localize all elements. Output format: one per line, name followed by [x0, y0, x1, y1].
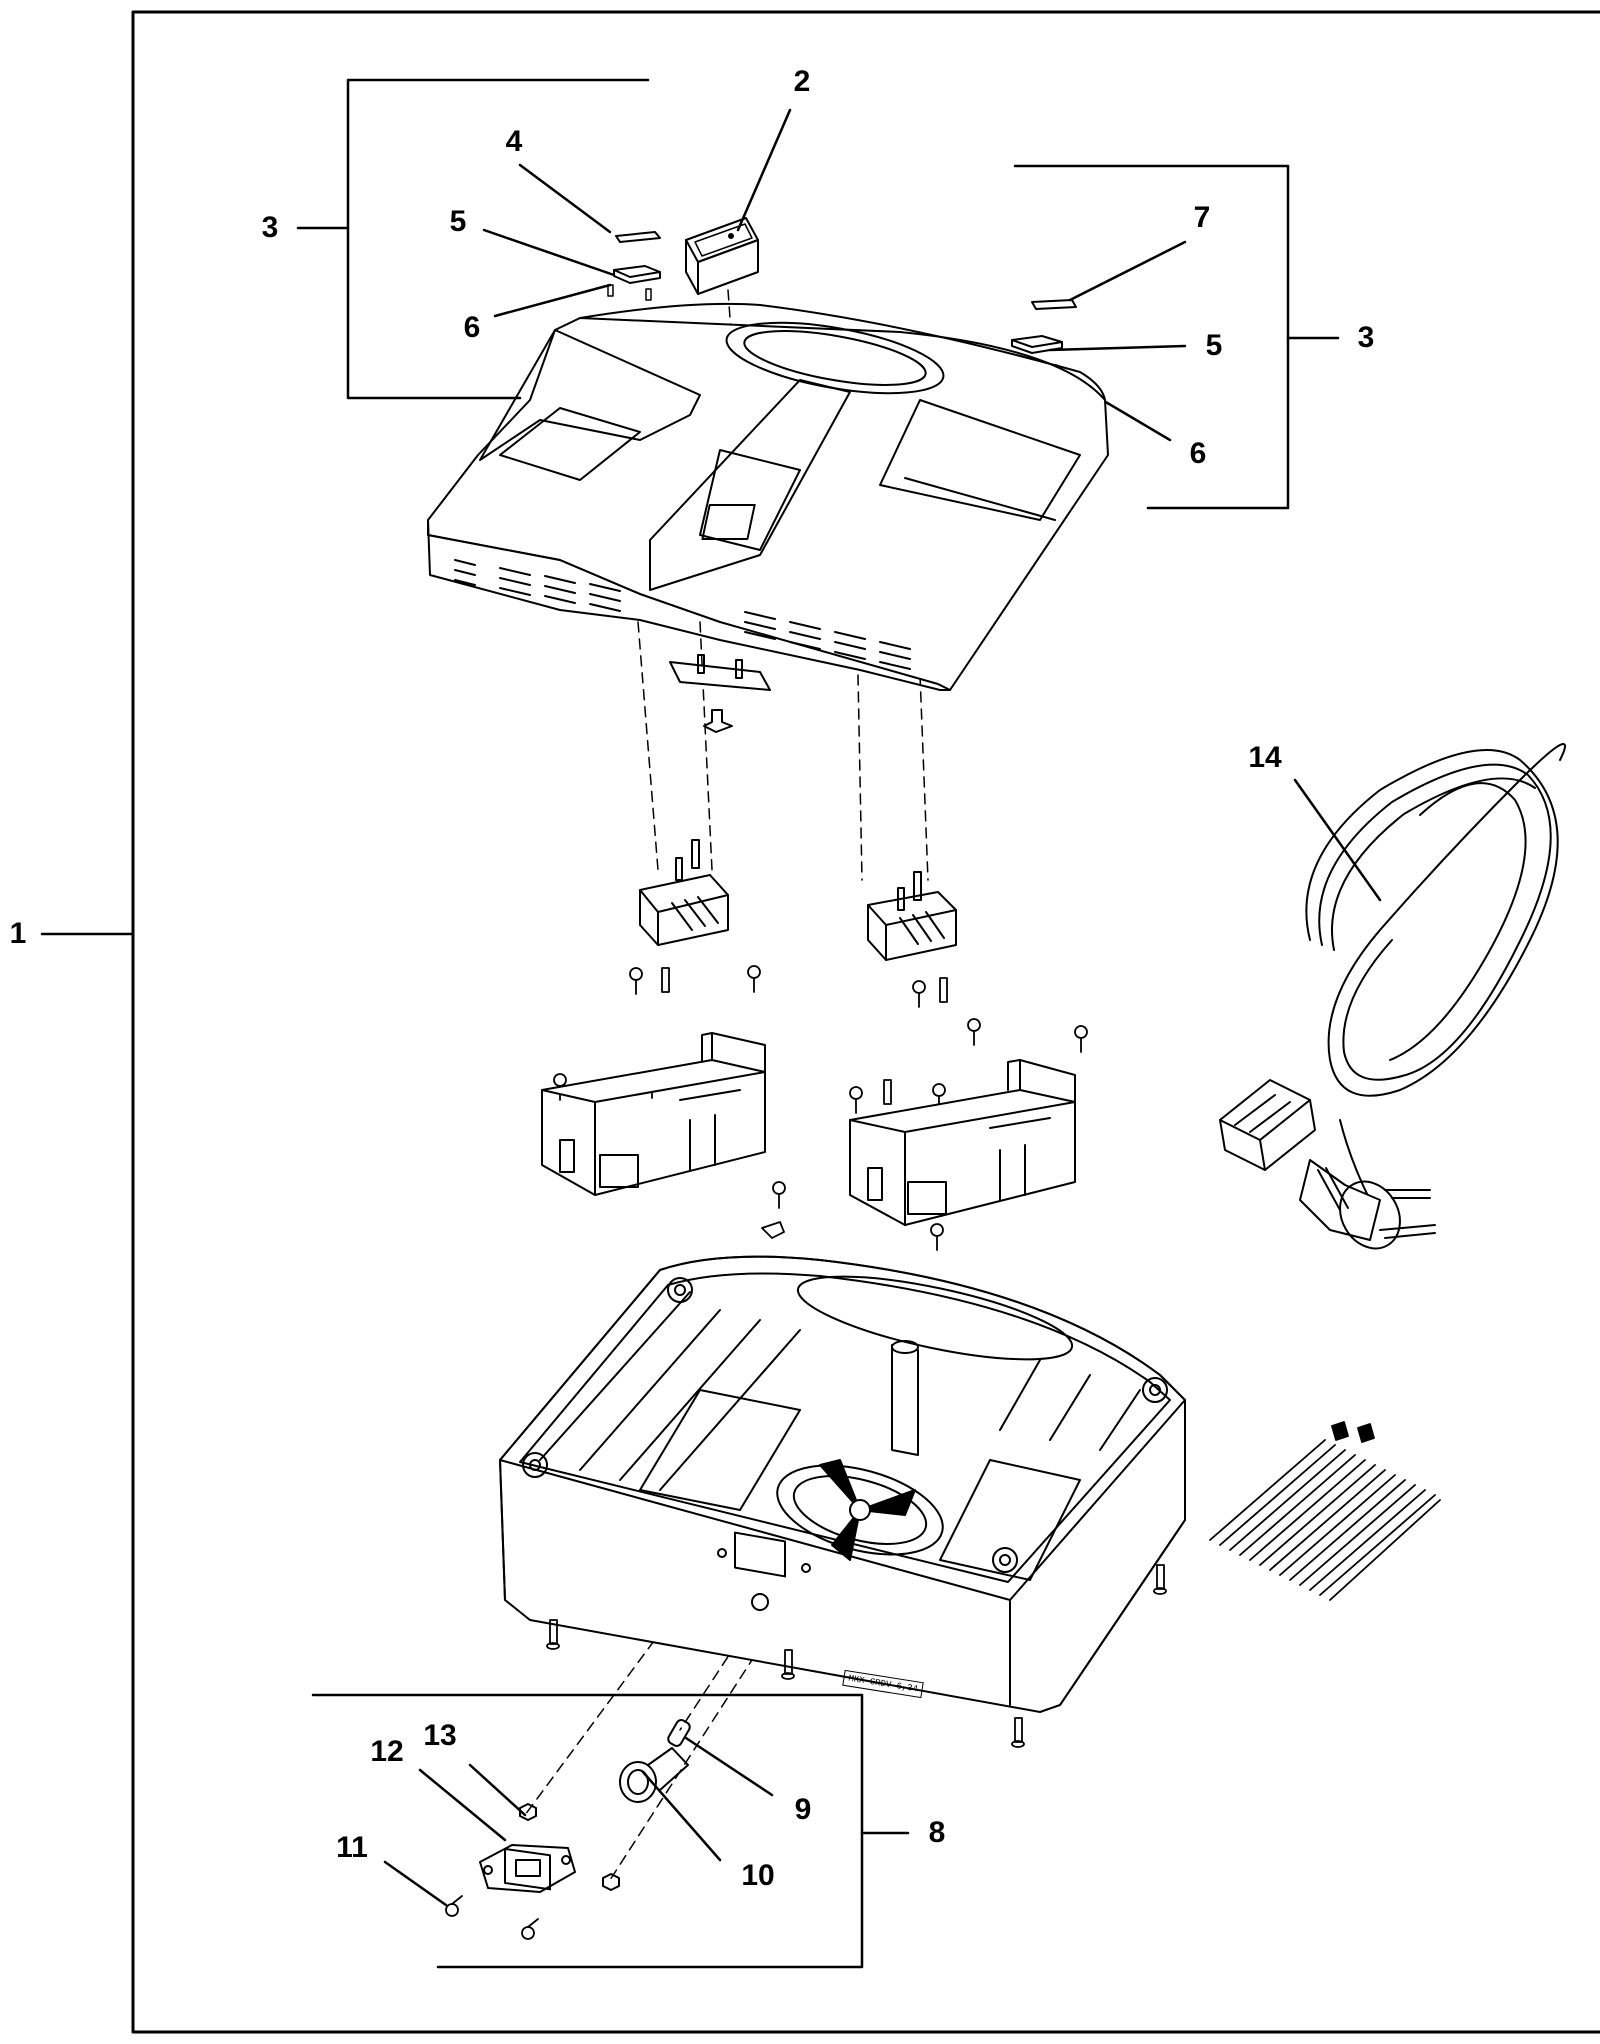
- transformer-housing-left: [541, 1032, 766, 1196]
- power-cord: [1219, 743, 1566, 1250]
- top-cover: [427, 302, 1109, 691]
- label-plate-left: [615, 231, 661, 243]
- assembly-frame: [131, 10, 1600, 2034]
- label-plate-right: [1031, 299, 1077, 310]
- rocker-switch: [685, 217, 759, 295]
- callout-6-left: 6: [463, 311, 481, 344]
- callout-12: 12: [370, 1735, 404, 1768]
- inlet-nuts: [519, 1803, 620, 1891]
- callout-14: 14: [1248, 741, 1282, 774]
- fuse: [667, 1719, 691, 1747]
- callout-3-left: 3: [261, 211, 279, 244]
- vents-left: [454, 559, 621, 612]
- base-feet-screws: [546, 1564, 1167, 1748]
- mounting-bracket: [669, 654, 771, 733]
- callout-13: 13: [423, 1719, 457, 1752]
- callout-10: 10: [741, 1859, 775, 1892]
- leader-lines: [40, 78, 1382, 1969]
- callout-4: 4: [505, 125, 523, 158]
- callout-3-right: 3: [1357, 321, 1375, 354]
- inlet-screws: [445, 1895, 539, 1940]
- terminal-block-left: [639, 839, 729, 946]
- callout-2: 2: [793, 65, 811, 98]
- callout-6-right: 6: [1189, 437, 1207, 470]
- callout-7: 7: [1193, 201, 1211, 234]
- vents-right: [744, 611, 911, 670]
- callout-11: 11: [336, 1831, 368, 1864]
- clip-right: [1011, 335, 1063, 354]
- callout-5-left: 5: [449, 205, 467, 238]
- clip-left: [613, 265, 661, 284]
- power-inlet: [479, 1844, 576, 1893]
- callout-9: 9: [794, 1793, 812, 1826]
- callout-5-right: 5: [1205, 329, 1223, 362]
- transformer-housing-right: [849, 1059, 1076, 1226]
- cable-tie-rods: [1209, 1421, 1441, 1601]
- base-housing: [499, 1255, 1186, 1713]
- terminal-block-right: [867, 871, 957, 961]
- callout-8: 8: [928, 1816, 946, 1849]
- fuse-holder: [619, 1747, 689, 1803]
- callout-1: 1: [9, 917, 27, 950]
- screws-left: [607, 284, 652, 301]
